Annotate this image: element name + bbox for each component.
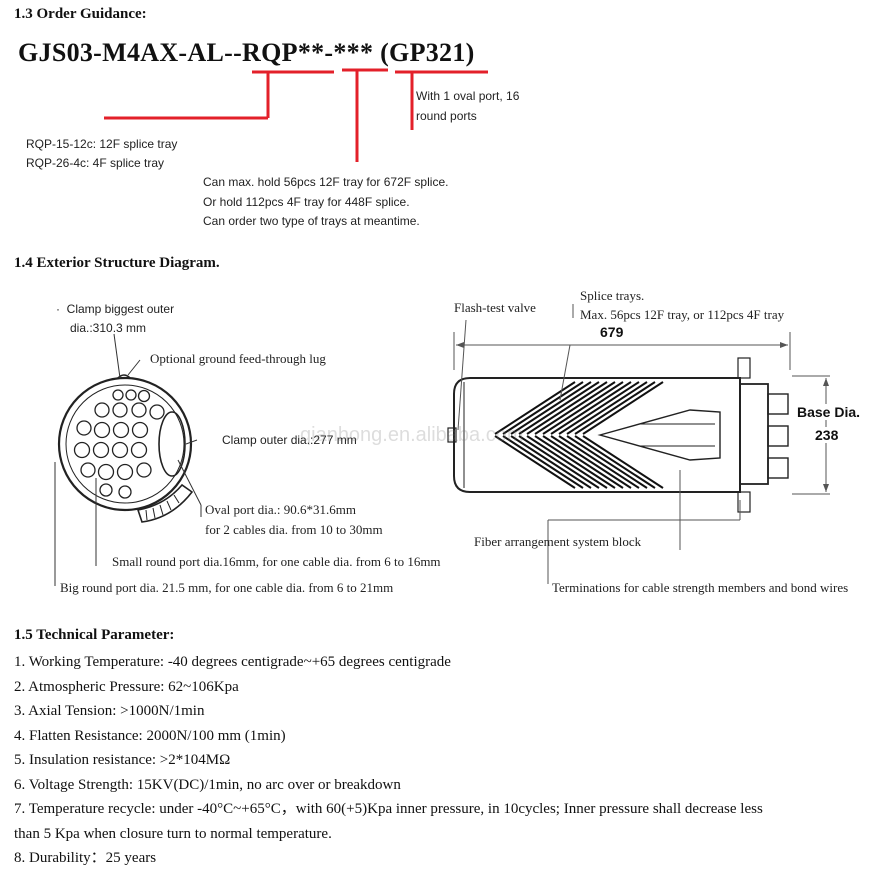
param-item: than 5 Kpa when closure turn to normal t…	[14, 825, 332, 842]
technical-list: 1. Working Temperature: -40 degrees cent…	[14, 650, 763, 871]
param-item: 5. Insulation resistance: >2*104MΩ	[14, 752, 231, 768]
param-item: 4. Flatten Resistance: 2000N/100 mm (1mi…	[14, 727, 286, 744]
label-terminations: Terminations for cable strength members …	[552, 580, 849, 595]
label-fiber-block: Fiber arrangement system block	[474, 534, 642, 549]
param-item: 6. Voltage Strength: 15KV(DC)/1min, no a…	[14, 776, 401, 793]
order-code: GJS03-M4AX-AL--RQP**-*** (GP321)	[18, 38, 475, 68]
code-gp: (GP321)	[380, 38, 475, 67]
side-view-drawing	[447, 357, 789, 513]
end-view-drawing	[57, 374, 194, 523]
watermark: qianhong.en.alibaba.com	[300, 424, 524, 446]
dimension-arrows	[456, 342, 829, 492]
label-flash-valve: Flash-test valve	[454, 300, 536, 315]
param-item: 3. Axial Tension: >1000N/1min	[14, 703, 205, 719]
red-pointers	[104, 68, 488, 162]
dim-base-label: Base Dia.	[797, 404, 861, 420]
exterior-heading: 1.4 Exterior Structure Diagram.	[14, 255, 220, 271]
left-leaders	[54, 333, 202, 586]
dim-length: 679	[600, 324, 624, 340]
dim-base-value: 238	[815, 427, 839, 443]
param-item: 8. Durability：25 years	[14, 850, 157, 866]
label-splice-trays: Splice trays. Max. 56pcs 12F tray, or 11…	[580, 288, 785, 322]
label-big-port: Big round port dia. 21.5 mm, for one cab…	[60, 580, 394, 595]
label-clamp-outer: · Clamp biggest outer dia.:310.3 mm	[56, 302, 175, 335]
code-rqp: RQP**-***	[242, 38, 374, 67]
code-prefix: GJS03-M4AX-AL--	[18, 38, 243, 67]
label-ground-lug: Optional ground feed-through lug	[150, 351, 326, 366]
label-small-port: Small round port dia.16mm, for one cable…	[112, 554, 441, 569]
param-item: 2. Atmospheric Pressure: 62~106Kpa	[14, 678, 239, 695]
order-heading: 1.3 Order Guidance:	[14, 6, 147, 22]
label-clamp-inner: Clamp outer dia.:277 mm	[222, 433, 357, 447]
param-item: 1. Working Temperature: -40 degrees cent…	[14, 654, 451, 670]
technical-heading: 1.5 Technical Parameter:	[14, 627, 175, 643]
param-item: 7. Temperature recycle: under -40°C~+65°…	[14, 801, 763, 817]
note-ports: With 1 oval port, 16 round ports	[416, 89, 520, 123]
label-oval-port: Oval port dia.: 90.6*31.6mm for 2 cables…	[205, 502, 383, 537]
note-trays: RQP-15-12c: 12F splice tray RQP-26-4c: 4…	[26, 137, 178, 170]
note-capacity: Can max. hold 56pcs 12F tray for 672F sp…	[203, 175, 449, 228]
